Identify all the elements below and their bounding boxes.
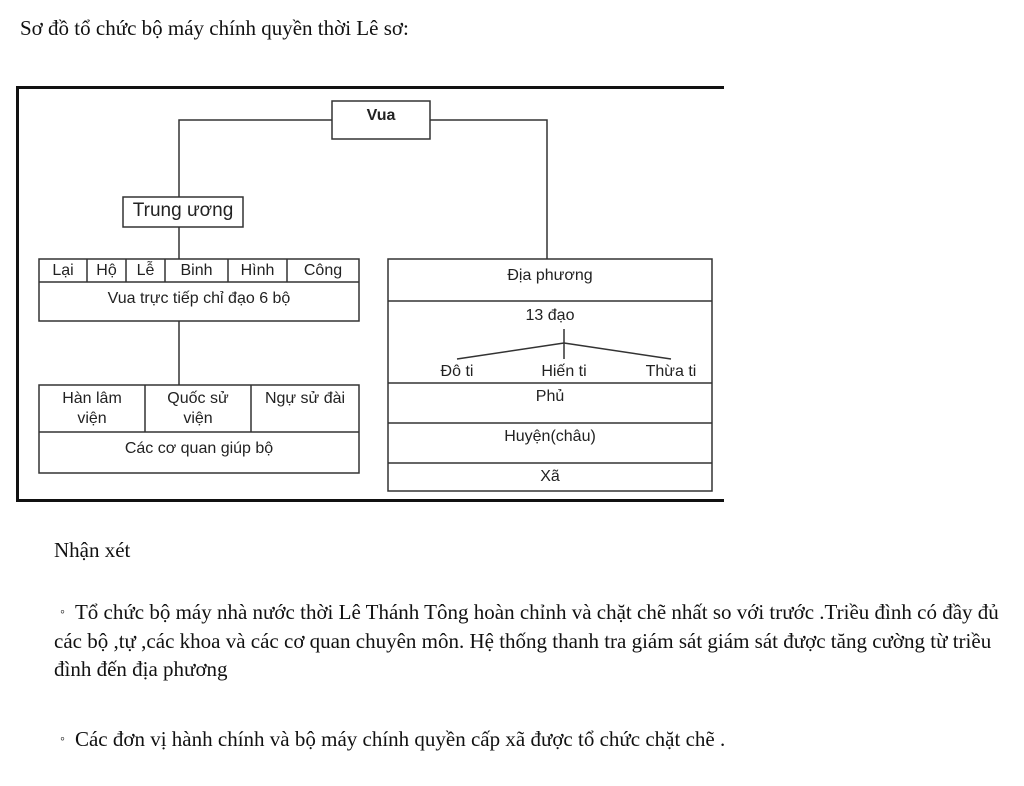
agencies-box: [38, 384, 360, 474]
local-label: Địa phương: [507, 267, 593, 284]
ministry-hinh: Hình: [240, 262, 275, 279]
agency-quoc-su-line2: viện: [183, 410, 213, 427]
ministry-ho: Hộ: [96, 262, 117, 279]
office-hien-ti: Hiến ti: [541, 363, 587, 380]
notes-title: Nhận xét: [54, 538, 131, 562]
local-box: [387, 258, 713, 492]
king-label: Vua: [366, 107, 396, 124]
central-box: [122, 196, 244, 228]
king-to-local-line: [430, 119, 548, 259]
note-item-1: ◦Tổ chức bộ máy nhà nước thời Lê Thánh T…: [54, 598, 1014, 683]
office-do-ti: Đô ti: [440, 363, 474, 380]
agency-han-lam-line1: Hàn lâm: [62, 390, 122, 407]
provinces-label: 13 đạo: [525, 307, 575, 324]
ministries-box: [38, 258, 360, 322]
page-heading: Sơ đồ tổ chức bộ máy chính quyền thời Lê…: [20, 16, 409, 40]
org-chart: Vua Trung ương Lại Hộ Lễ Binh Hình Công …: [16, 86, 724, 502]
note-item-2: ◦ Các đơn vị hành chính và bộ máy chính q…: [54, 725, 1014, 754]
ministry-lai: Lại: [52, 262, 74, 279]
note-item-2-text: Các đơn vị hành chính và bộ máy chính qu…: [74, 727, 726, 751]
commune-label: Xã: [540, 468, 560, 485]
ministry-binh: Binh: [180, 262, 213, 279]
ministry-cong: Công: [303, 262, 343, 279]
agencies-note: Các cơ quan giúp bộ: [124, 440, 274, 457]
bullet-icon: ◦: [60, 605, 65, 620]
bullet-icon: ◦: [60, 732, 65, 747]
ministries-note: Vua trực tiếp chỉ đạo 6 bộ: [107, 290, 291, 307]
ministry-le: Lễ: [136, 262, 155, 279]
district-label: Huyện(châu): [504, 428, 596, 445]
central-label: Trung ương: [132, 200, 234, 221]
org-chart-lines: [38, 100, 713, 492]
office-thua-ti: Thừa ti: [645, 363, 697, 380]
note-item-1-text: Tổ chức bộ máy nhà nước thời Lê Thánh Tô…: [54, 600, 999, 681]
agency-ngu-su-dai: Ngự sử đài: [264, 390, 346, 407]
king-to-central-line: [178, 119, 332, 197]
agency-quoc-su-line1: Quốc sử: [167, 390, 229, 407]
agency-han-lam-line2: viện: [77, 410, 107, 427]
prefecture-label: Phủ: [535, 388, 565, 405]
